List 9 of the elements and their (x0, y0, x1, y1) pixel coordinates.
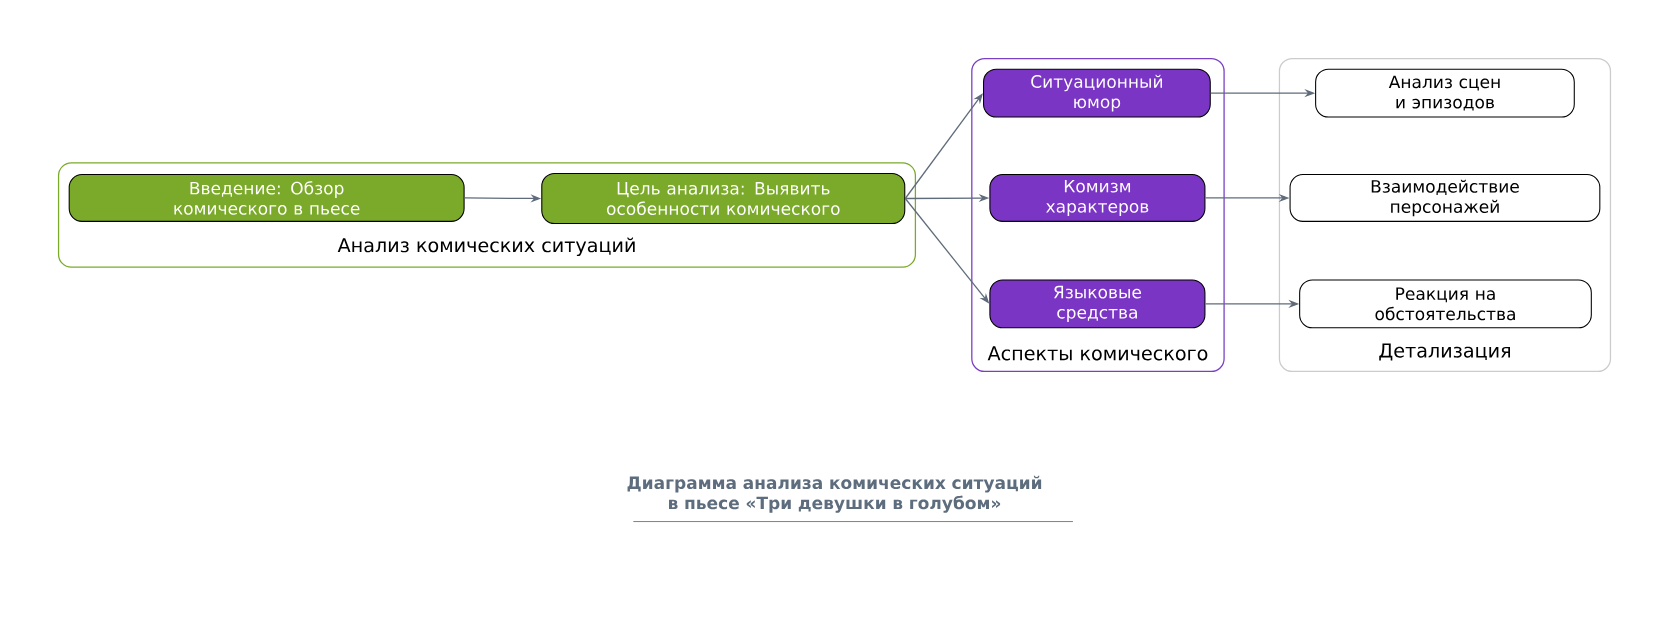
process-box: Ситуационный юмор (983, 68, 1211, 118)
process-box: Анализ сцен и эпизодов (1315, 68, 1575, 118)
process-box: Взаимодействие персонажей (1289, 174, 1601, 223)
process-box: Цель анализа: Выявить особенности комического (541, 173, 906, 225)
process-box: Комизм характеров (989, 174, 1206, 223)
caption: Диаграмма анализа комических ситуаций в пьесе «Три девушки в голубом» (627, 476, 1042, 513)
process-box: Введение: Обзор комического в пьесе (68, 174, 465, 223)
process-box: Реакция на обстоятельства (1299, 279, 1592, 329)
process-box: Языковые средства (989, 279, 1206, 329)
